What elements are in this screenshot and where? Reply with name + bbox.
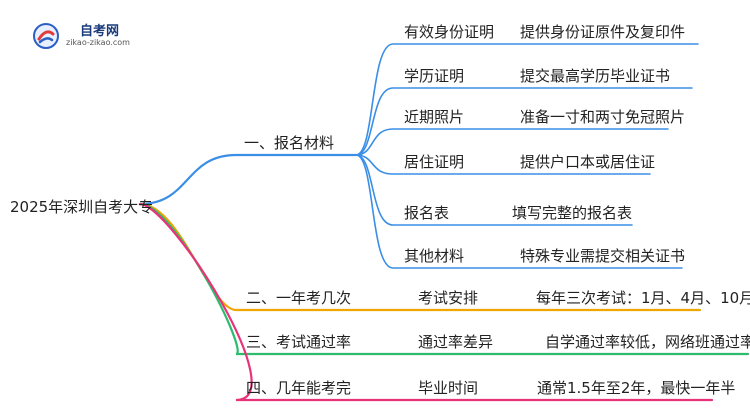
child-connector [355, 43, 699, 156]
child-detail-label: 自学通过率较低，网络班通过率高 [545, 333, 750, 351]
child-detail-label: 准备一寸和两寸免冠照片 [520, 108, 686, 126]
logo-title: 自考网 [80, 24, 120, 39]
child-detail-label: 通常1.5年至2年，最快一年半 [537, 379, 736, 397]
child-connector [355, 128, 669, 156]
child-item-label: 学历证明 [404, 67, 465, 85]
child-detail-label: 提供身份证原件及复印件 [520, 23, 686, 41]
child-item-label: 报名表 [404, 204, 450, 222]
child-item-label: 有效身份证明 [404, 23, 495, 41]
child-detail-label: 提交最高学历毕业证书 [520, 67, 671, 85]
branch-connector [138, 202, 714, 402]
child-detail-label: 特殊专业需提交相关证书 [520, 247, 686, 265]
branch-label: 二、一年考几次 [246, 289, 352, 307]
child-connector [355, 154, 683, 269]
child-detail-label: 提供户口本或居住证 [520, 153, 656, 171]
branch-connector [138, 153, 358, 206]
child-detail-label: 每年三次考试：1月、4月、10月 [536, 289, 750, 307]
child-item-label: 通过率差异 [418, 333, 494, 351]
child-item-label: 其他材料 [404, 247, 465, 265]
child-item-label: 毕业时间 [418, 379, 479, 397]
logo-url: zikao-zikao.com [66, 38, 130, 47]
branch-label: 一、报名材料 [244, 134, 335, 152]
site-logo[interactable]: 自考网 zikao-zikao.com [28, 16, 148, 52]
child-item-label: 近期照片 [404, 108, 465, 126]
branch-label: 四、几年能考完 [246, 379, 352, 397]
child-item-label: 居住证明 [404, 153, 465, 171]
branch-connector [138, 202, 750, 356]
child-detail-label: 填写完整的报名表 [512, 204, 633, 222]
root-node: 2025年深圳自考大专 [10, 198, 154, 216]
child-connector [355, 154, 651, 175]
child-connector [355, 87, 693, 156]
branch-label: 三、考试通过率 [246, 333, 352, 351]
logo-mark-icon [33, 23, 59, 49]
child-item-label: 考试安排 [418, 289, 479, 307]
